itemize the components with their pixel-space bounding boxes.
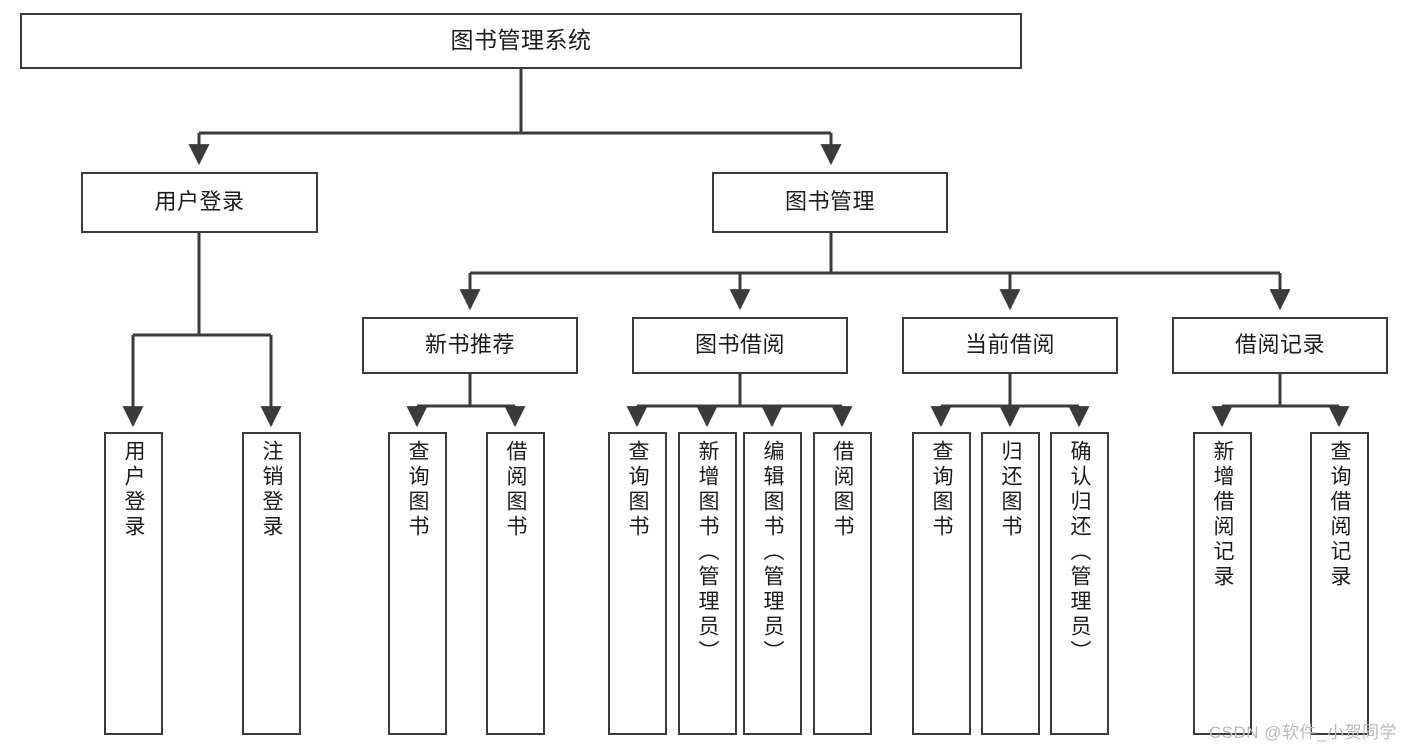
leaf-user-login-signout[interactable]: 注销登录 (242, 432, 301, 735)
csdn-watermark: CSDN @软件_小贺同学 (1208, 723, 1397, 742)
node-label: 图书管理系统 (450, 27, 592, 54)
node-label: 借阅图书 (831, 440, 854, 540)
leaf-new-book-borrow[interactable]: 借阅图书 (486, 432, 545, 735)
node-label: 查询借阅记录 (1328, 440, 1351, 590)
leaf-user-login-signin[interactable]: 用户登录 (104, 432, 163, 735)
leaf-current-borrow-confirm-return[interactable]: 确认归还（管理员） (1050, 432, 1109, 735)
leaf-book-borrow-edit[interactable]: 编辑图书（管理员） (743, 432, 802, 735)
leaf-current-borrow-query[interactable]: 查询图书 (912, 432, 971, 735)
node-label: 图书借阅 (694, 332, 785, 358)
leaf-new-book-query[interactable]: 查询图书 (388, 432, 447, 735)
node-label: 新书推荐 (424, 332, 515, 358)
node-label: 用户登录 (122, 440, 145, 540)
node-label: 确认归还（管理员） (1068, 440, 1091, 665)
node-label: 查询图书 (626, 440, 649, 540)
node-borrow-record[interactable]: 借阅记录 (1172, 317, 1388, 374)
node-label: 编辑图书（管理员） (761, 440, 784, 665)
leaf-borrow-record-query[interactable]: 查询借阅记录 (1310, 432, 1369, 735)
node-book-management[interactable]: 图书管理 (712, 172, 948, 233)
leaf-current-borrow-return[interactable]: 归还图书 (981, 432, 1040, 735)
node-current-borrow[interactable]: 当前借阅 (902, 317, 1118, 374)
node-label: 归还图书 (999, 440, 1022, 540)
leaf-borrow-record-add[interactable]: 新增借阅记录 (1193, 432, 1252, 735)
node-label: 查询图书 (930, 440, 953, 540)
node-user-login[interactable]: 用户登录 (81, 172, 318, 233)
node-label: 借阅图书 (504, 440, 527, 540)
node-new-book-recommend[interactable]: 新书推荐 (362, 317, 578, 374)
node-label: 用户登录 (154, 189, 245, 215)
node-root-system[interactable]: 图书管理系统 (20, 13, 1022, 69)
node-label: 图书管理 (784, 189, 875, 215)
node-label: 查询图书 (406, 440, 429, 540)
leaf-book-borrow-add[interactable]: 新增图书（管理员） (678, 432, 737, 735)
node-book-borrow[interactable]: 图书借阅 (632, 317, 848, 374)
node-label: 当前借阅 (964, 332, 1055, 358)
node-label: 新增图书（管理员） (696, 440, 719, 665)
node-label: 借阅记录 (1234, 332, 1325, 358)
leaf-book-borrow-borrow[interactable]: 借阅图书 (813, 432, 872, 735)
node-label: 新增借阅记录 (1211, 440, 1234, 590)
node-label: 注销登录 (260, 440, 283, 540)
leaf-book-borrow-query[interactable]: 查询图书 (608, 432, 667, 735)
